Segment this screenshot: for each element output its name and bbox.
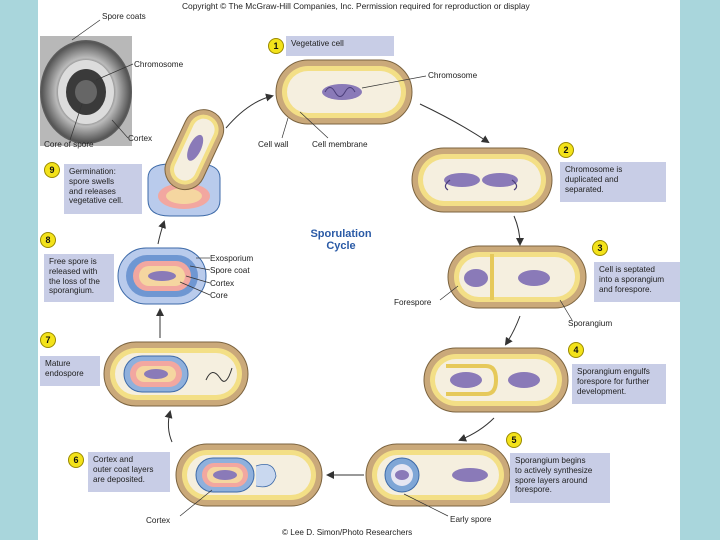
- step-3-line-2: into a sporangium: [599, 274, 665, 284]
- step-8-line-2: released with: [49, 266, 98, 276]
- step-5-line-2: to actively synthesize: [515, 465, 593, 475]
- step-3-line-3: and forespore.: [599, 284, 652, 294]
- step-4-line-2: forespore for further: [577, 376, 650, 386]
- step-4-line-1: Sporangium engulfs: [577, 367, 650, 376]
- label-exosporium: Exosporium: [210, 254, 254, 263]
- label-cortex-micrograph: Cortex: [128, 134, 153, 143]
- copyright-notice: Copyright © The McGraw-Hill Companies, I…: [182, 1, 530, 11]
- free-spore: [117, 247, 207, 305]
- step-7-line-2: endospore: [45, 368, 84, 378]
- label-sporangium: Sporangium: [568, 319, 613, 328]
- cell-stage-5: [365, 443, 511, 507]
- step-5-line-1: Sporangium begins: [515, 456, 586, 465]
- cell-stage-7: [103, 341, 249, 407]
- step-9-box: Germination: spore swells and releases v…: [64, 164, 142, 214]
- label-chromosome: Chromosome: [428, 71, 478, 80]
- cell-stage-2: [411, 147, 553, 213]
- step-4-line-3: development.: [577, 386, 627, 396]
- step-4-box: Sporangium engulfs forespore for further…: [572, 364, 666, 404]
- step-6-line-3: are deposited.: [93, 474, 145, 484]
- step-9-line-4: vegetative cell.: [69, 196, 124, 206]
- step-9-line-2: spore swells: [69, 176, 115, 186]
- step-1-badge: 1: [268, 38, 284, 54]
- step-8-line-3: the loss of the: [49, 276, 100, 286]
- step-2-line-3: separated.: [565, 184, 604, 194]
- step-6-box: Cortex and outer coat layers are deposit…: [88, 452, 170, 492]
- step-3-badge: 3: [592, 240, 608, 256]
- step-7-badge: 7: [40, 332, 56, 348]
- cell-stage-1: [275, 59, 413, 125]
- photo-credit: © Lee D. Simon/Photo Researchers: [282, 528, 413, 537]
- step-5-box: Sporangium begins to actively synthesize…: [510, 453, 610, 503]
- step-6-line-2: outer coat layers: [93, 464, 154, 474]
- label-spore-coat: Spore coat: [210, 266, 250, 275]
- step-8-badge: 8: [40, 232, 56, 248]
- cell-stage-4: [423, 347, 569, 413]
- label-forespore: Forespore: [394, 298, 432, 307]
- step-6-line-1: Cortex and: [93, 455, 134, 464]
- step-1-box: Vegetative cell: [286, 36, 394, 56]
- cell-stage-6: [175, 443, 323, 507]
- germinating-spore: [147, 109, 225, 217]
- step-3-box: Cell is septated into a sporangium and f…: [594, 262, 680, 302]
- step-5-badge: 5: [506, 432, 522, 448]
- step-3-line-1: Cell is septated: [599, 265, 655, 274]
- label-cell-wall: Cell wall: [258, 140, 289, 149]
- step-2-badge: 2: [558, 142, 574, 158]
- step-2-line-2: duplicated and: [565, 174, 619, 184]
- step-7-line-1: Mature: [45, 359, 71, 368]
- step-8-line-1: Free spore is: [49, 257, 97, 266]
- step-8-box: Free spore is released with the loss of …: [44, 254, 114, 302]
- step-9-line-3: and releases: [69, 186, 116, 196]
- step-2-box: Chromosome is duplicated and separated.: [560, 162, 666, 202]
- label-early-spore: Early spore: [450, 515, 492, 524]
- label-spore-coats: Spore coats: [102, 12, 146, 21]
- label-core: Core: [210, 291, 228, 300]
- cycle-title-line1: Sporulation: [310, 228, 372, 240]
- step-9-line-1: Germination:: [69, 167, 116, 176]
- cycle-arrows: [156, 93, 524, 479]
- step-8-line-4: sporangium.: [49, 286, 95, 296]
- step-6-badge: 6: [68, 452, 84, 468]
- step-5-line-4: forespore.: [515, 485, 552, 495]
- label-cortex-step8: Cortex: [210, 279, 235, 288]
- step-9-badge: 9: [44, 162, 60, 178]
- label-core-of-spore: Core of spore: [44, 140, 94, 149]
- free-spore-leaders: [179, 257, 211, 296]
- label-cortex-step6: Cortex: [146, 516, 171, 525]
- step-2-line-1: Chromosome is: [565, 165, 623, 174]
- micrograph-leaders: [69, 19, 134, 141]
- cycle-title: Sporulation Cycle: [300, 228, 382, 252]
- label-chromosome-micrograph: Chromosome: [134, 60, 184, 69]
- cell-leaders: [179, 75, 573, 517]
- micrograph: [40, 36, 132, 146]
- step-4-badge: 4: [568, 342, 584, 358]
- step-5-line-3: spore layers around: [515, 475, 588, 485]
- cell-stage-3: [447, 245, 587, 309]
- step-7-box: Mature endospore: [40, 356, 100, 386]
- label-cell-membrane: Cell membrane: [312, 140, 368, 149]
- cycle-title-line2: Cycle: [326, 240, 356, 252]
